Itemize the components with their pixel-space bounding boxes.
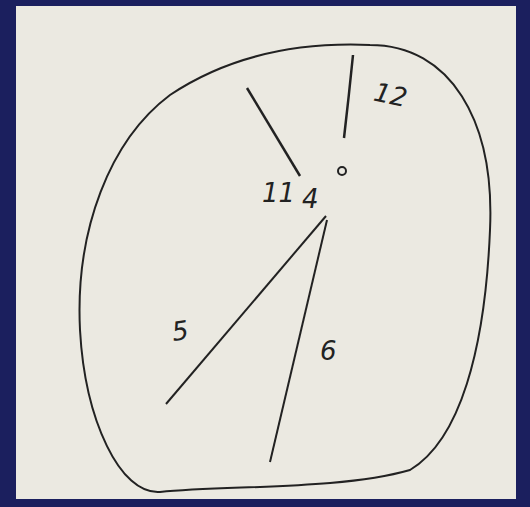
clock-outline (80, 45, 491, 493)
hand-line (166, 216, 326, 404)
center-dot (338, 167, 346, 175)
hand-line (247, 88, 300, 176)
clock-numeral: 6 (320, 338, 337, 364)
clock-numeral: 5 (170, 317, 190, 345)
paper-ground (16, 6, 516, 499)
hand-line (270, 220, 327, 462)
clock-numeral: 11 (262, 180, 295, 206)
hand-line (344, 55, 353, 138)
clock-numeral: 12 (372, 79, 410, 111)
clock-numeral: 4 (302, 186, 319, 212)
